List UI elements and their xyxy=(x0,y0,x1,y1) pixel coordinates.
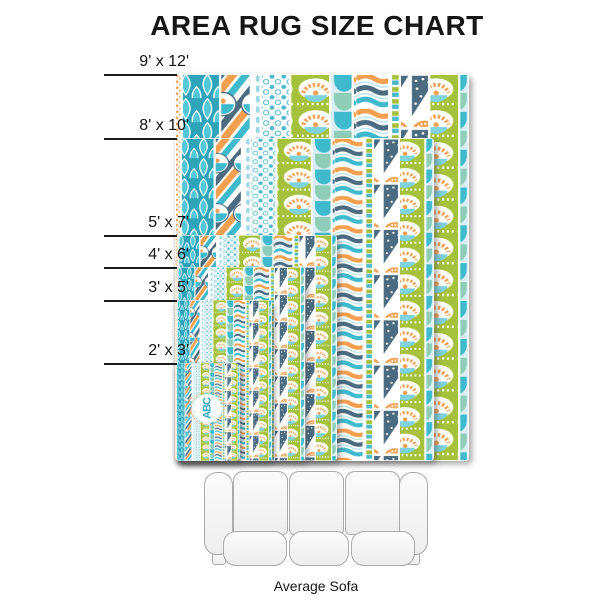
page-title: AREA RUG SIZE CHART xyxy=(150,10,484,41)
size-label-2x3: 2' x 3' xyxy=(104,342,189,365)
sofa-seat-cushion-1 xyxy=(223,531,287,566)
monogram-badge: ABC xyxy=(190,391,225,426)
size-label-5x7-text: 5' x 7' xyxy=(148,214,189,231)
size-label-2x3-text: 2' x 3' xyxy=(148,342,189,359)
size-label-4x6-text: 4' x 6' xyxy=(148,246,189,263)
size-label-3x5-text: 3' x 5' xyxy=(148,279,189,296)
size-label-8x10-text: 8' x 10' xyxy=(139,117,189,134)
sofa-back-cushion-3 xyxy=(345,471,400,535)
sofa-back-cushion-2 xyxy=(289,471,344,535)
sofa-seat-cushion-3 xyxy=(351,531,415,566)
size-label-3x5: 3' x 5' xyxy=(104,279,189,302)
size-label-9x12: 9' x 12' xyxy=(104,53,189,76)
size-label-9x12-text: 9' x 12' xyxy=(139,53,189,70)
sofa-label: Average Sofa xyxy=(273,578,359,594)
sofa xyxy=(204,471,428,567)
size-label-5x7: 5' x 7' xyxy=(104,214,189,237)
sofa-back-cushion-1 xyxy=(233,471,288,535)
size-label-4x6: 4' x 6' xyxy=(104,246,189,269)
sofa-seat-cushion-2 xyxy=(289,531,349,566)
size-label-8x10: 8' x 10' xyxy=(104,117,189,140)
monogram-text: ABC xyxy=(202,397,214,419)
